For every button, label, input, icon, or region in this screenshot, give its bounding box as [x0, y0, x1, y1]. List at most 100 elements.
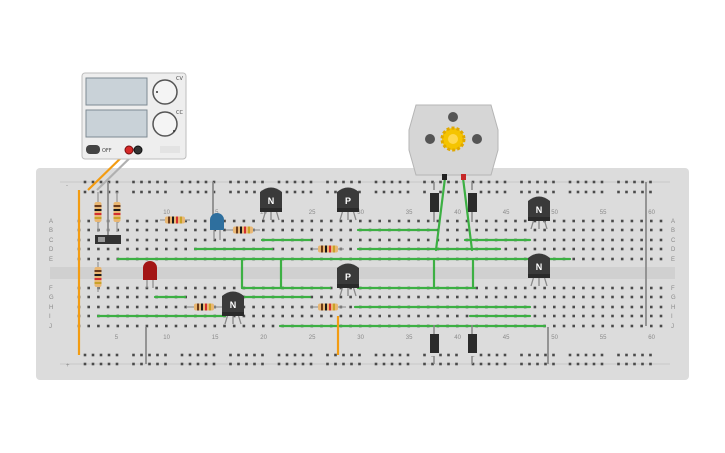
- rail-hole[interactable]: [536, 180, 539, 184]
- rail-hole[interactable]: [617, 362, 620, 366]
- hole[interactable]: [572, 257, 575, 261]
- hole[interactable]: [514, 219, 517, 223]
- hole[interactable]: [87, 228, 90, 232]
- hole[interactable]: [87, 324, 90, 328]
- hole[interactable]: [562, 324, 566, 328]
- hole[interactable]: [174, 286, 178, 290]
- hole[interactable]: [368, 238, 372, 242]
- hole[interactable]: [659, 286, 663, 290]
- rail-hole[interactable]: [568, 180, 572, 184]
- hole[interactable]: [572, 238, 575, 242]
- rail-hole[interactable]: [495, 190, 499, 194]
- hole[interactable]: [310, 247, 314, 251]
- rail-hole[interactable]: [83, 362, 87, 366]
- hole[interactable]: [184, 305, 187, 309]
- hole[interactable]: [659, 305, 663, 309]
- hole[interactable]: [329, 219, 333, 223]
- hole[interactable]: [553, 324, 556, 328]
- rail-hole[interactable]: [479, 180, 483, 184]
- hole[interactable]: [194, 295, 197, 299]
- rail-hole[interactable]: [334, 180, 337, 184]
- power-switch[interactable]: [86, 145, 100, 154]
- hole[interactable]: [194, 286, 197, 290]
- hole[interactable]: [407, 238, 411, 242]
- hole[interactable]: [174, 228, 178, 232]
- hole[interactable]: [659, 228, 663, 232]
- rail-hole[interactable]: [568, 362, 572, 366]
- hole[interactable]: [388, 314, 391, 318]
- rail-hole[interactable]: [83, 353, 87, 357]
- rail-hole[interactable]: [245, 362, 248, 366]
- hole[interactable]: [456, 295, 459, 299]
- power-supply[interactable]: CV CC OFF: [81, 72, 187, 160]
- rail-hole[interactable]: [237, 362, 240, 366]
- hole[interactable]: [582, 314, 585, 318]
- rail-hole[interactable]: [439, 190, 442, 194]
- hole[interactable]: [562, 286, 566, 290]
- hole[interactable]: [184, 228, 187, 232]
- hole[interactable]: [223, 228, 226, 232]
- hole[interactable]: [203, 295, 207, 299]
- rail-hole[interactable]: [576, 362, 580, 366]
- hole[interactable]: [630, 219, 634, 223]
- rail-hole[interactable]: [196, 180, 200, 184]
- hole[interactable]: [165, 324, 168, 328]
- rail-hole[interactable]: [99, 180, 103, 184]
- rail-hole[interactable]: [212, 180, 216, 184]
- hole[interactable]: [388, 295, 391, 299]
- hole[interactable]: [523, 219, 527, 223]
- hole[interactable]: [611, 228, 614, 232]
- hole[interactable]: [591, 324, 595, 328]
- hole[interactable]: [436, 219, 440, 223]
- rail-hole[interactable]: [592, 180, 596, 184]
- hole[interactable]: [436, 314, 440, 318]
- hole[interactable]: [523, 295, 527, 299]
- hole[interactable]: [514, 286, 517, 290]
- rail-hole[interactable]: [164, 190, 167, 194]
- rail-hole[interactable]: [455, 180, 458, 184]
- hole[interactable]: [203, 238, 207, 242]
- hole[interactable]: [165, 228, 168, 232]
- rail-hole[interactable]: [261, 353, 264, 357]
- rail-hole[interactable]: [140, 362, 143, 366]
- rail-hole[interactable]: [180, 353, 184, 357]
- hole[interactable]: [135, 286, 139, 290]
- hole[interactable]: [194, 219, 197, 223]
- rail-hole[interactable]: [479, 362, 483, 366]
- rail-hole[interactable]: [641, 180, 644, 184]
- transistor-p[interactable]: P: [337, 187, 359, 221]
- rail-hole[interactable]: [625, 180, 628, 184]
- hole[interactable]: [620, 286, 624, 290]
- hole[interactable]: [252, 324, 255, 328]
- hole[interactable]: [572, 305, 575, 309]
- hole[interactable]: [543, 238, 546, 242]
- rail-hole[interactable]: [309, 362, 313, 366]
- led-red[interactable]: [143, 261, 157, 288]
- hole[interactable]: [601, 295, 605, 299]
- hole[interactable]: [465, 228, 469, 232]
- hole[interactable]: [252, 314, 255, 318]
- rail-hole[interactable]: [253, 362, 256, 366]
- rail-hole[interactable]: [592, 362, 596, 366]
- rail-hole[interactable]: [245, 180, 248, 184]
- rail-hole[interactable]: [180, 180, 184, 184]
- hole[interactable]: [310, 314, 314, 318]
- rail-hole[interactable]: [180, 362, 184, 366]
- hole[interactable]: [262, 314, 265, 318]
- hole[interactable]: [106, 247, 110, 251]
- hole[interactable]: [339, 314, 343, 318]
- hole[interactable]: [591, 247, 595, 251]
- hole[interactable]: [543, 286, 546, 290]
- diode[interactable]: [430, 182, 439, 222]
- hole[interactable]: [252, 305, 255, 309]
- hole[interactable]: [611, 324, 614, 328]
- hole[interactable]: [397, 219, 401, 223]
- hole[interactable]: [378, 219, 381, 223]
- hole[interactable]: [223, 219, 226, 223]
- rail-hole[interactable]: [115, 362, 119, 366]
- rail-hole[interactable]: [487, 353, 491, 357]
- hole[interactable]: [165, 238, 168, 242]
- positive-terminal[interactable]: [124, 145, 134, 155]
- rail-hole[interactable]: [148, 190, 151, 194]
- rail-hole[interactable]: [188, 180, 192, 184]
